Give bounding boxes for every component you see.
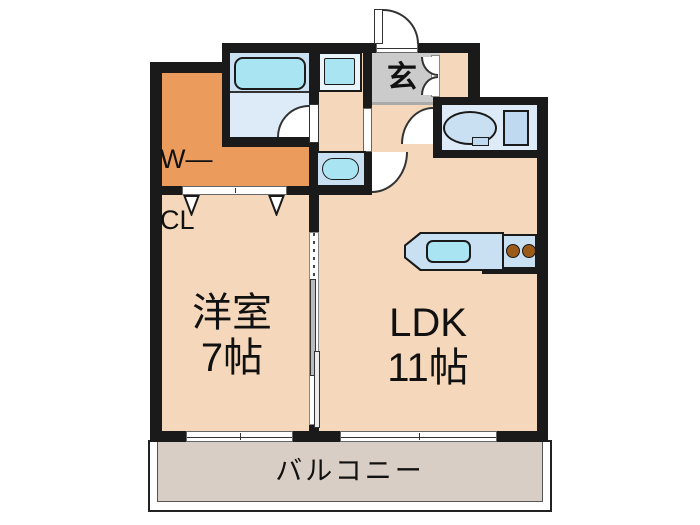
wall-entrance-closet-right bbox=[468, 43, 480, 105]
toilet-tank-icon bbox=[503, 110, 529, 146]
closet-door-opening bbox=[182, 186, 287, 195]
washing-machine-pan-icon bbox=[318, 52, 362, 92]
entrance-closet-floor bbox=[440, 53, 468, 97]
washroom-door-opening bbox=[363, 108, 372, 152]
walk-in-closet-label: W— CL bbox=[160, 114, 212, 265]
entrance-door-panel bbox=[374, 9, 383, 44]
wall-partition-bottom-stub bbox=[309, 425, 319, 442]
ldk-window bbox=[340, 431, 497, 442]
entrance-label: 玄 bbox=[387, 61, 417, 95]
kitchen-sink-icon bbox=[426, 240, 471, 263]
wall-bath-bottom bbox=[222, 137, 319, 147]
closet-door-triangle-right bbox=[268, 195, 285, 216]
wall-toilet-left bbox=[433, 105, 442, 158]
room-partition-sliding-door bbox=[309, 232, 320, 428]
entrance-label-box: 玄 bbox=[372, 53, 432, 103]
shoe-cabinet-door-arc-lower bbox=[421, 76, 438, 95]
stove-burner-left-icon bbox=[506, 244, 520, 258]
sliding-door-panel-2 bbox=[314, 351, 320, 428]
walk-in-closet-floor-lower bbox=[222, 147, 318, 186]
wcl-label-line2: CL bbox=[160, 204, 195, 235]
western-room-size: 7帖 bbox=[200, 336, 264, 380]
entrance-door-arc bbox=[383, 9, 419, 44]
wall-right bbox=[537, 97, 548, 442]
wall-kitchen-stub bbox=[482, 265, 537, 274]
bathroom-door-panel bbox=[309, 104, 319, 143]
wall-left bbox=[150, 62, 162, 442]
ldk-floor bbox=[319, 158, 537, 433]
sliding-door-panel-1 bbox=[310, 279, 316, 376]
wall-top bbox=[222, 43, 480, 53]
ldk-size: 11帖 bbox=[387, 346, 469, 390]
wcl-label-line1: W— bbox=[160, 144, 213, 175]
balcony-label: バルコニー bbox=[275, 456, 425, 487]
vanity-sink-icon bbox=[316, 151, 366, 187]
western-room-floor bbox=[162, 195, 309, 433]
western-room-window bbox=[186, 431, 293, 442]
wall-toilet-bottom bbox=[433, 150, 537, 158]
wall-toilet-top bbox=[433, 97, 548, 105]
walk-in-closet-floor bbox=[162, 73, 222, 186]
balcony-area: バルコニー bbox=[157, 442, 543, 502]
ldk-name: LDK bbox=[389, 301, 467, 346]
western-room-name: 洋室 bbox=[192, 291, 272, 336]
bathtub-icon bbox=[234, 57, 306, 90]
wall-wcl-top bbox=[150, 62, 230, 73]
ldk-label-box: LDK 11帖 bbox=[319, 296, 537, 396]
entrance-door-opening bbox=[376, 43, 418, 53]
stove-burner-right-icon bbox=[522, 244, 536, 258]
toilet-handle-icon bbox=[472, 137, 489, 146]
wall-bath-left bbox=[222, 43, 230, 147]
closet-door-triangle-left bbox=[183, 195, 200, 216]
western-room-label-box: 洋室 7帖 bbox=[162, 286, 302, 386]
